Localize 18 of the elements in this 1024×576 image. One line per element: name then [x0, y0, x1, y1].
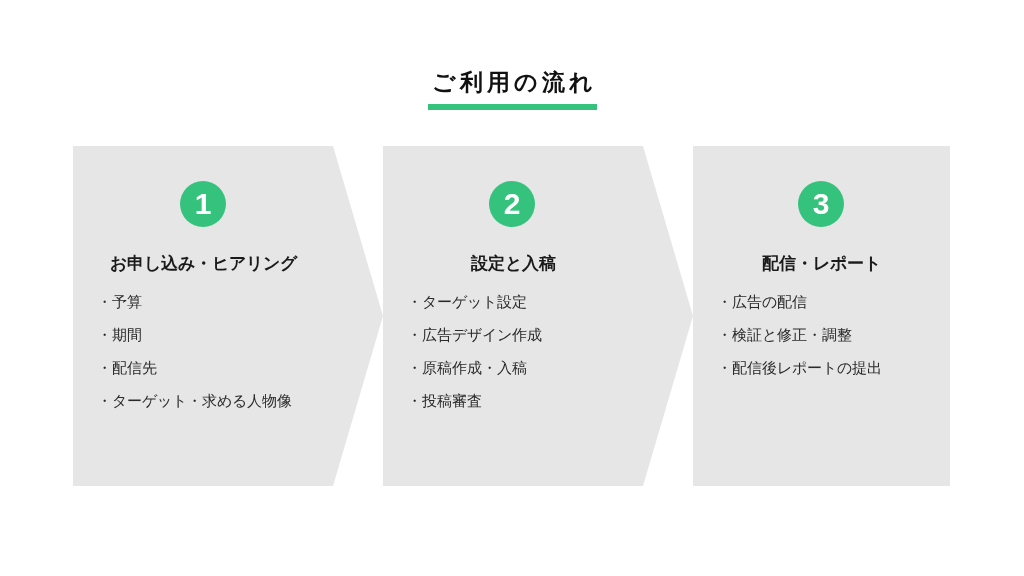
bullet-item: ・予算 — [97, 292, 142, 313]
bullet-item: ・検証と修正・調整 — [717, 325, 852, 346]
chevron-panel — [383, 146, 693, 486]
bullet-item: ・ターゲット・求める人物像 — [97, 391, 292, 412]
bullet-item: ・投稿審査 — [407, 391, 482, 412]
step-heading: 設定と入稿 — [469, 252, 557, 275]
bullet-item: ・広告の配信 — [717, 292, 807, 313]
step-heading: 配信・レポート — [761, 252, 882, 275]
step-heading: お申し込み・ヒアリング — [108, 252, 299, 275]
bullet-item: ・期間 — [97, 325, 142, 346]
bullet-item: ・配信後レポートの提出 — [717, 358, 882, 379]
bullet-item: ・配信先 — [97, 358, 157, 379]
bullet-item: ・広告デザイン作成 — [407, 325, 542, 346]
diagram-title: ご利用の流れ — [430, 68, 597, 97]
step-panel — [693, 146, 950, 486]
chevron-panel — [73, 146, 383, 486]
bullet-item: ・原稿作成・入稿 — [407, 358, 527, 379]
bullet-item: ・ターゲット設定 — [407, 292, 527, 313]
